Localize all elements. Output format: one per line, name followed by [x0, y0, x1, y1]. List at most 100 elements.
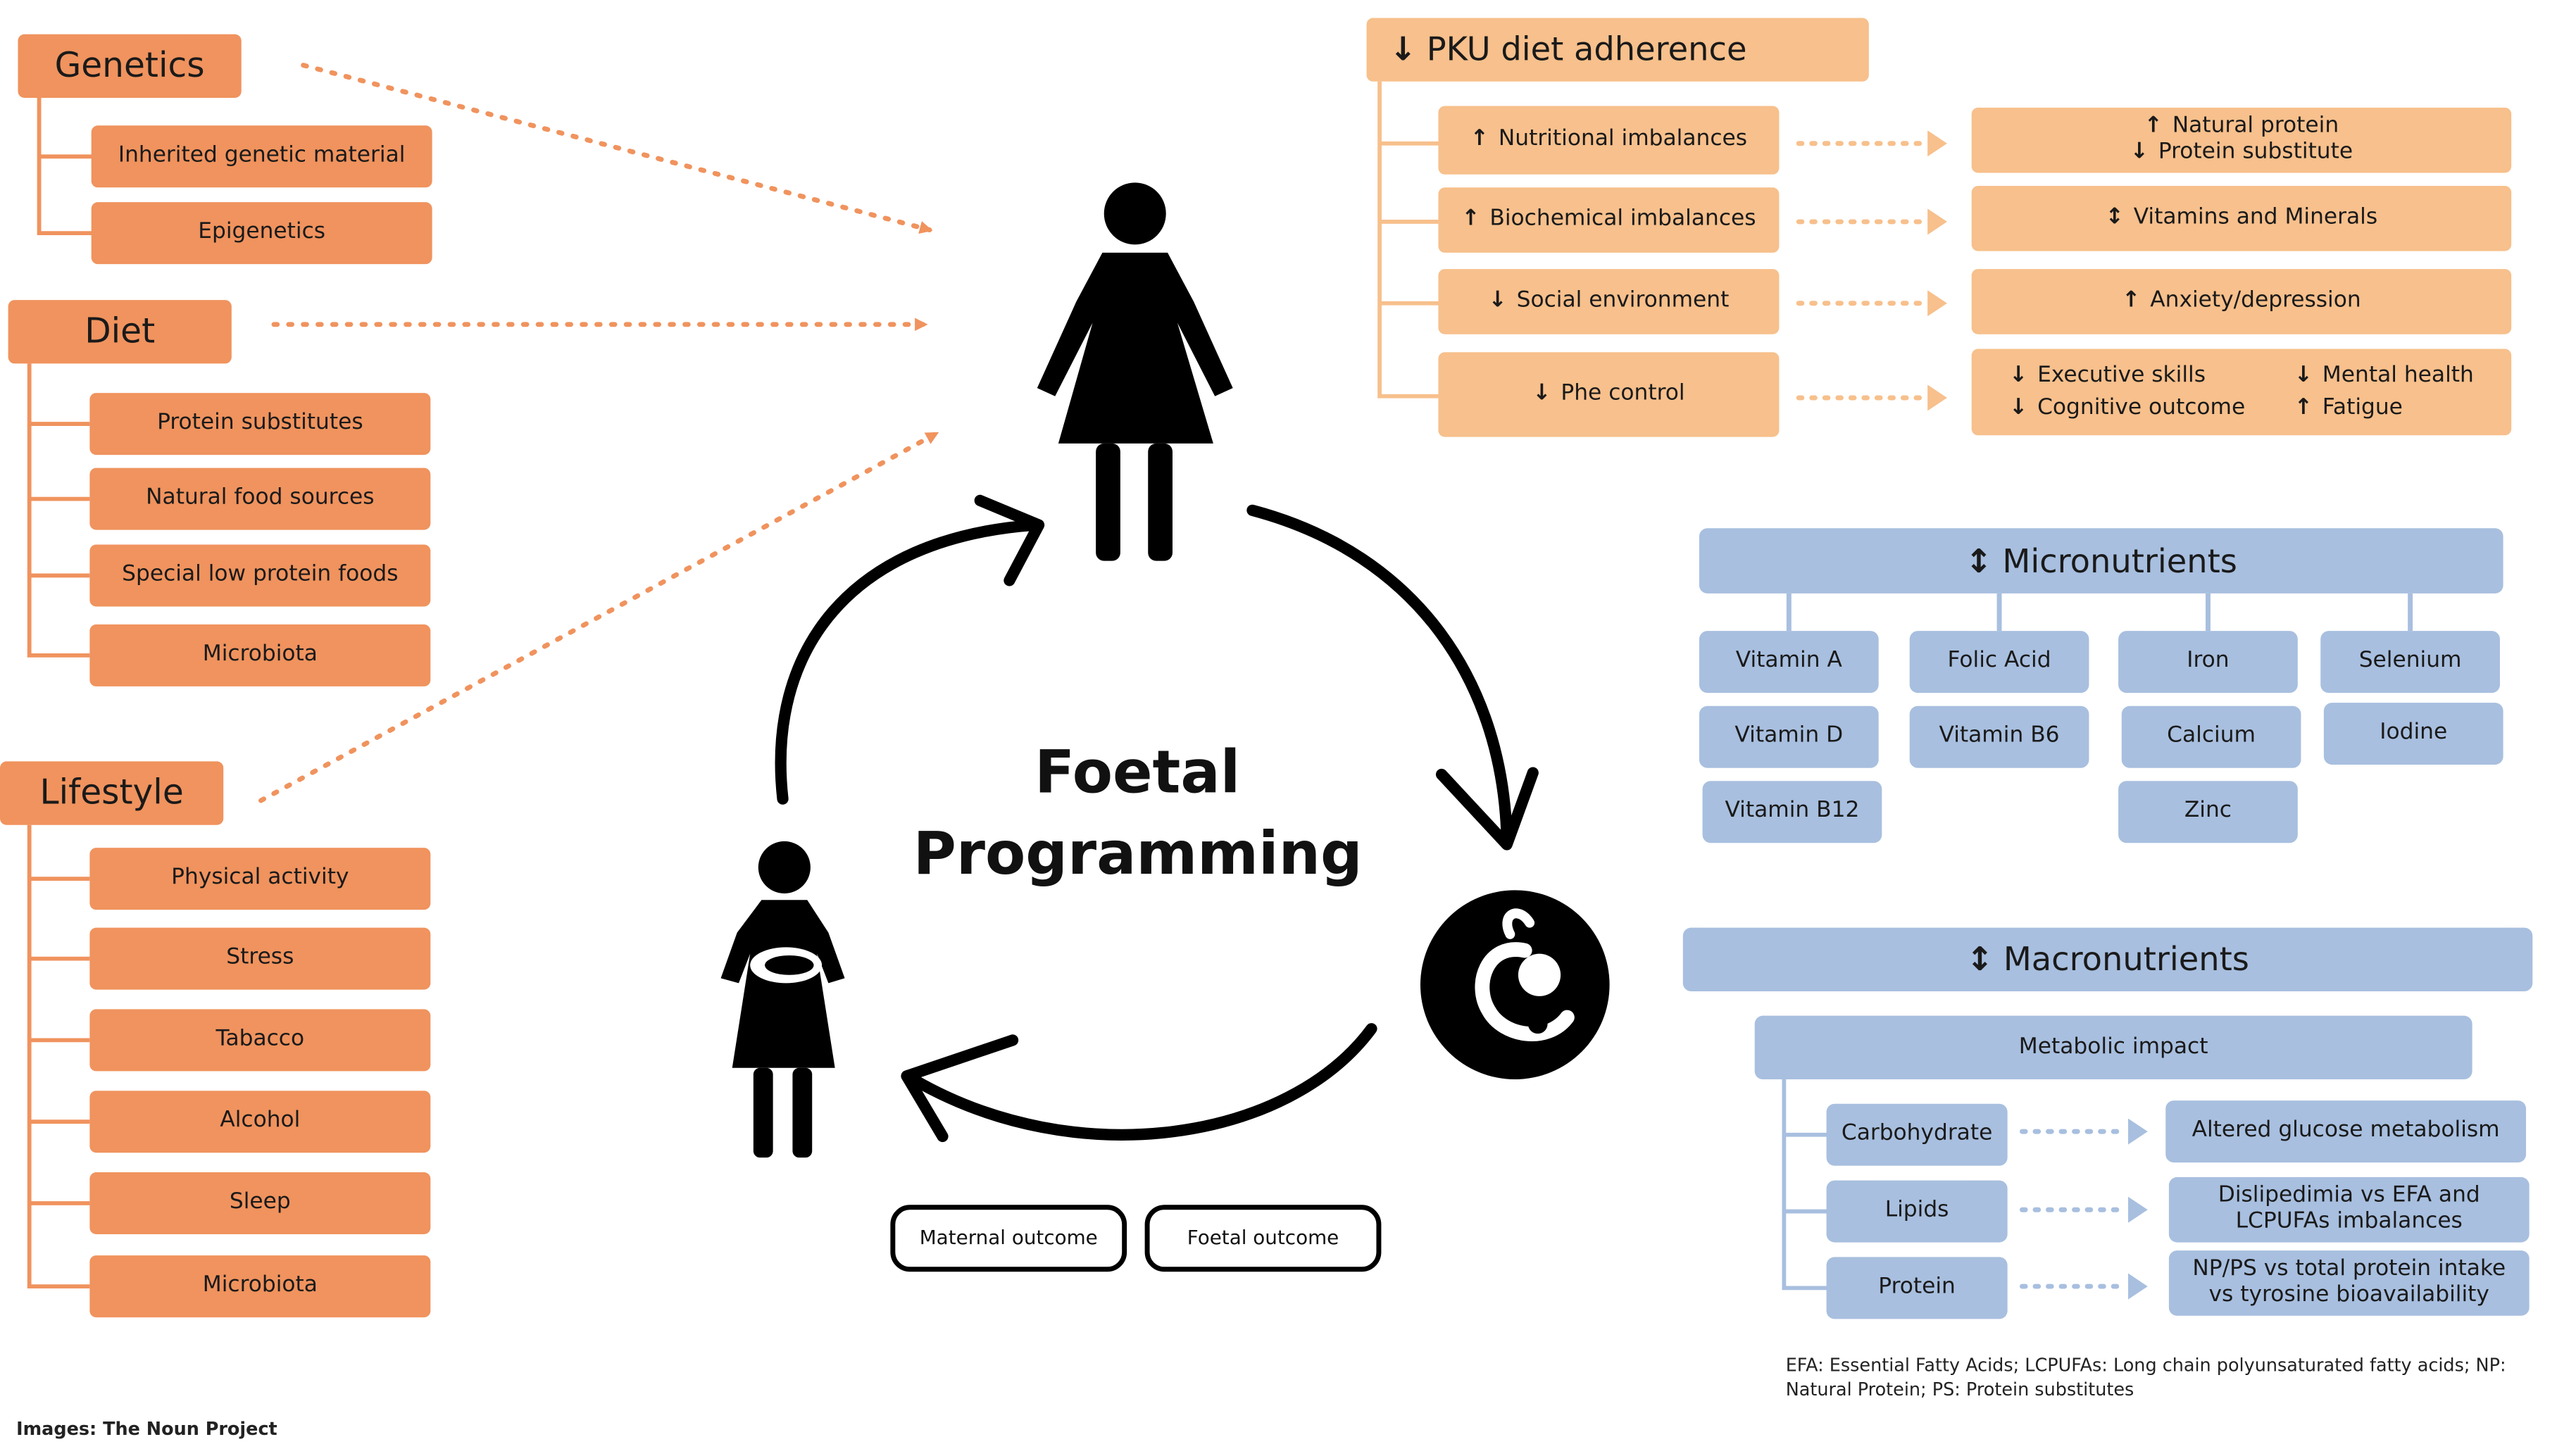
macronutrients-title: Macronutrients — [2003, 939, 2249, 979]
pku-effect-anxiety: ↑ Anxiety/depression — [1971, 269, 2512, 334]
pku-effect-cognition: ↓ Executive skills ↓ Mental health ↓ Cognit… — [1971, 349, 2512, 436]
lifestyle-item: Physical activity — [89, 848, 431, 910]
effect-text: Mental health — [2322, 362, 2474, 389]
pku-row-label: Phe control — [1561, 380, 1685, 407]
genetics-item: Inherited genetic material — [91, 125, 432, 188]
pku-effect-protein: ↑ Natural protein ↓ Protein substitute — [1971, 107, 2512, 173]
arrow-down-icon: ↓ — [1389, 29, 1417, 69]
footnote-line: EFA: Essential Fatty Acids; LCPUFAs: Lon… — [1785, 1355, 2506, 1376]
pku-title: PKU diet adherence — [1426, 29, 1747, 69]
diet-item: Natural food sources — [89, 467, 431, 530]
macronutrient-effect: NP/PS vs total protein intake vs tyrosin… — [2168, 1250, 2530, 1316]
cycle-arrow-top — [775, 519, 1042, 805]
cycle-arrow-bottom — [907, 1023, 1377, 1141]
pku-header: ↓ PKU diet adherence — [1366, 18, 1869, 82]
cognition-grid: ↓ Executive skills ↓ Mental health ↓ Cognit… — [2009, 363, 2474, 420]
macronutrient-item: Carbohydrate — [1826, 1103, 2008, 1166]
effect-text: Cognitive outcome — [2037, 394, 2246, 420]
micronutrient-item: Folic Acid — [1909, 631, 2089, 694]
micronutrient-item: Vitamin D — [1699, 705, 1879, 768]
macronutrients-header: ↕ Macronutrients — [1682, 927, 2533, 991]
arrow-updown-icon: ↕ — [1966, 939, 1994, 979]
effect-text: Vitamins and Minerals — [2133, 204, 2378, 231]
diet-item: Protein substitutes — [89, 393, 431, 456]
effect-line: NP/PS vs total protein intake — [2192, 1256, 2506, 1283]
diet-header: Diet — [8, 300, 232, 364]
arrow-updown-icon: ↕ — [1965, 540, 1993, 580]
genetics-header: Genetics — [18, 34, 242, 98]
genetics-arrow — [301, 63, 933, 234]
genetics-item: Epigenetics — [91, 202, 432, 265]
effect-text: Executive skills — [2037, 362, 2206, 389]
pku-row: ↓ Social environment — [1438, 269, 1780, 334]
mother-with-baby-icon — [720, 841, 845, 1158]
micronutrient-item: Vitamin A — [1699, 631, 1879, 694]
micronutrient-item: Calcium — [2121, 705, 2301, 768]
macronutrient-item: Lipids — [1826, 1180, 2008, 1243]
macronutrient-effect: Altered glucose metabolism — [2165, 1100, 2527, 1163]
pku-row-label: Biochemical imbalances — [1489, 206, 1756, 232]
foetal-programming-title: Foetal Programming — [913, 734, 1363, 898]
macronutrient-effect: Dislipedimia vs EFA and LCPUFAs imbalanc… — [2168, 1176, 2530, 1243]
effect-line: vs tyrosine bioavailability — [2208, 1281, 2489, 1308]
image-credit: Images: The Noun Project — [16, 1418, 277, 1440]
abbreviations-footnote: EFA: Essential Fatty Acids; LCPUFAs: Lon… — [1786, 1353, 2506, 1403]
micronutrient-item: Selenium — [2320, 631, 2500, 694]
diet-item: Special low protein foods — [89, 544, 431, 607]
micronutrients-title: Micronutrients — [2002, 540, 2237, 580]
lifestyle-header: Lifestyle — [0, 761, 224, 825]
title-line-1: Foetal — [1034, 740, 1241, 808]
effect-text: Fatigue — [2322, 394, 2403, 420]
arrow-up-icon: ↑ — [2144, 113, 2163, 139]
macronutrient-item: Protein — [1826, 1257, 2008, 1319]
micronutrient-item: Vitamin B12 — [1702, 781, 1882, 843]
arrow-updown-icon: ↕ — [2105, 204, 2124, 231]
effect-line: ↑ Natural protein — [2144, 113, 2339, 140]
arrow-down-icon: ↓ — [1488, 287, 1507, 314]
lifestyle-arrow — [258, 431, 939, 803]
effect-text: Anxiety/depression — [2150, 287, 2361, 314]
foetal-outcome-label: Foetal outcome — [1144, 1205, 1382, 1272]
arrow-down-icon: ↓ — [1532, 380, 1551, 407]
effect-line: ↓ Mental health — [2294, 363, 2474, 389]
arrow-down-icon: ↓ — [2009, 362, 2028, 389]
footnote-line: Natural Protein; PS: Protein substitutes — [1785, 1379, 2134, 1402]
arrow-down-icon: ↓ — [2130, 138, 2149, 165]
effect-line: ↓ Cognitive outcome — [2009, 394, 2246, 421]
pku-row-label: Nutritional imbalances — [1498, 125, 1748, 152]
cycle-arrow-right — [1246, 504, 1513, 846]
effect-line: Dislipedimia vs EFA and — [2218, 1183, 2480, 1210]
arrow-up-icon: ↑ — [1461, 206, 1480, 232]
micronutrient-item: Iron — [2118, 631, 2298, 694]
woman-icon — [1037, 182, 1233, 561]
arrow-up-icon: ↑ — [2122, 287, 2141, 314]
pku-row: ↑ Nutritional imbalances — [1438, 106, 1780, 175]
foetus-icon — [1420, 890, 1610, 1079]
arrow-down-icon: ↓ — [2294, 362, 2313, 389]
micronutrient-item: Zinc — [2118, 781, 2298, 843]
effect-text: Protein substitute — [2158, 138, 2353, 165]
diet-item: Microbiota — [89, 624, 431, 686]
effect-line: ↓ Protein substitute — [2130, 138, 2353, 165]
lifestyle-item: Microbiota — [89, 1255, 431, 1318]
lifestyle-item: Alcohol — [89, 1091, 431, 1153]
lifestyle-item: Sleep — [89, 1172, 431, 1234]
pku-row: ↓ Phe control — [1438, 352, 1780, 437]
title-line-2: Programming — [913, 822, 1363, 889]
metabolic-impact-box: Metabolic impact — [1754, 1015, 2472, 1079]
micronutrient-item: Vitamin B6 — [1909, 705, 2089, 768]
maternal-outcome-label: Maternal outcome — [890, 1205, 1127, 1272]
lifestyle-item: Stress — [89, 927, 431, 990]
micronutrients-header: ↕ Micronutrients — [1699, 528, 2503, 594]
effect-line: ↑ Fatigue — [2294, 394, 2474, 421]
lifestyle-item: Tabacco — [89, 1009, 431, 1072]
effect-line: LCPUFAs imbalances — [2235, 1207, 2463, 1234]
effect-text: Natural protein — [2172, 113, 2339, 139]
pku-row: ↑ Biochemical imbalances — [1438, 187, 1780, 253]
pku-row-label: Social environment — [1516, 287, 1730, 314]
arrow-down-icon: ↓ — [2009, 394, 2028, 420]
arrow-up-icon: ↑ — [2294, 394, 2313, 420]
effect-line: ↓ Executive skills — [2009, 363, 2245, 389]
